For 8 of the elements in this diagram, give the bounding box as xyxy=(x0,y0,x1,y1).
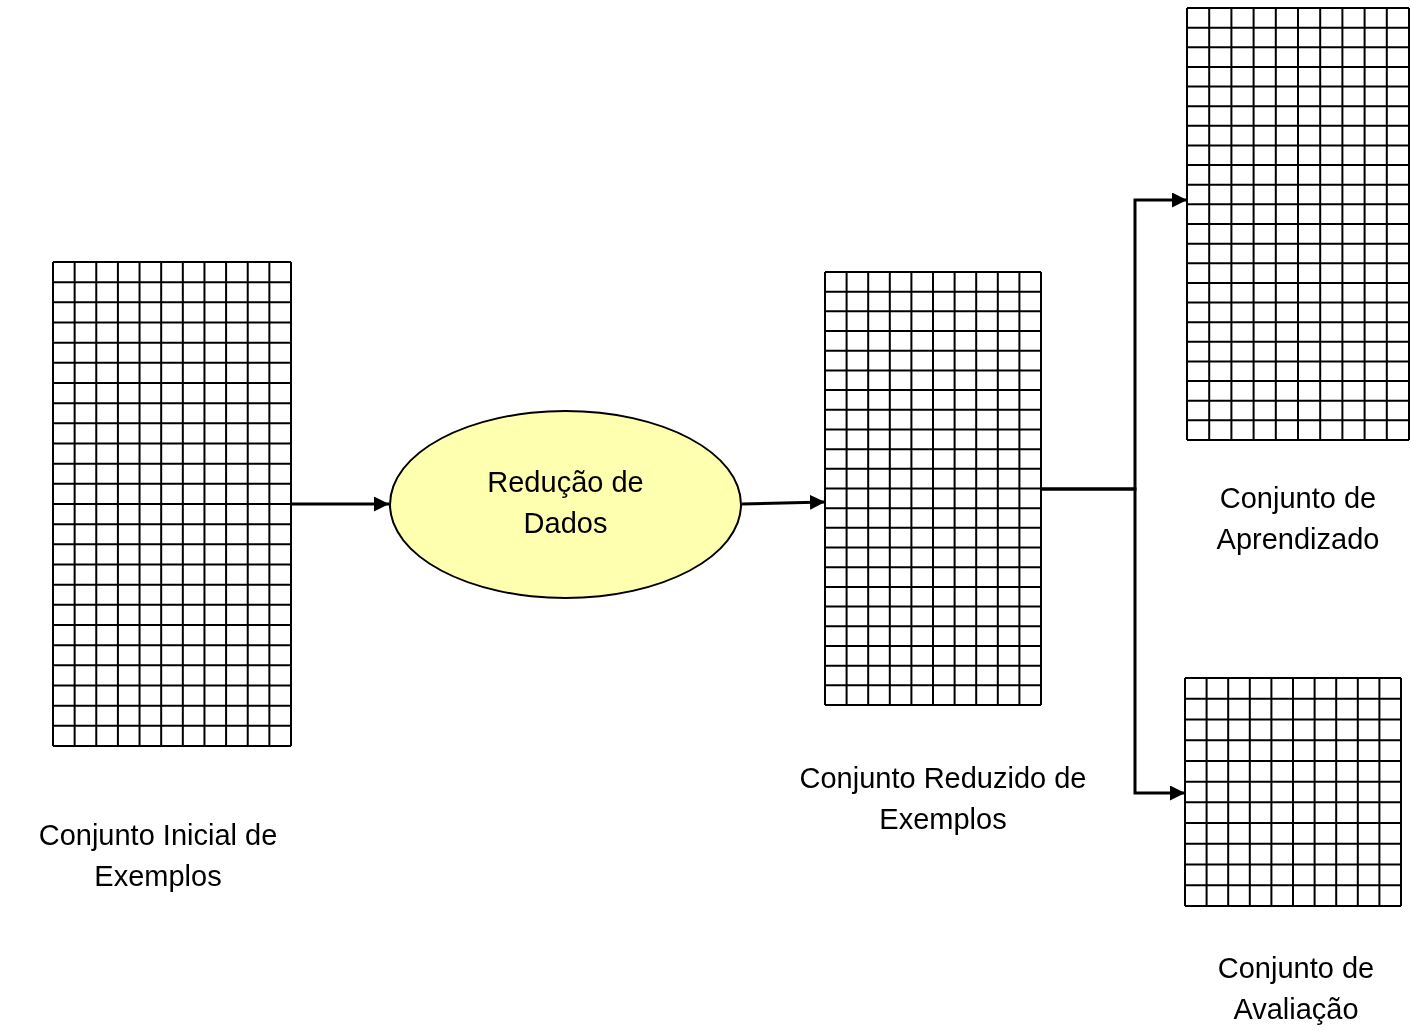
node-label: Conjunto Reduzido de Exemplos xyxy=(798,761,1088,837)
node-label: Redução de Dados xyxy=(486,465,645,541)
arrow xyxy=(291,496,389,512)
arrow xyxy=(741,494,826,510)
arrow xyxy=(1041,487,1185,801)
node-label: Conjunto de Avaliação xyxy=(1216,951,1376,1027)
node-label: Conjunto de Aprendizado xyxy=(1215,481,1381,557)
node-label: Conjunto Inicial de Exemplos xyxy=(37,818,279,894)
